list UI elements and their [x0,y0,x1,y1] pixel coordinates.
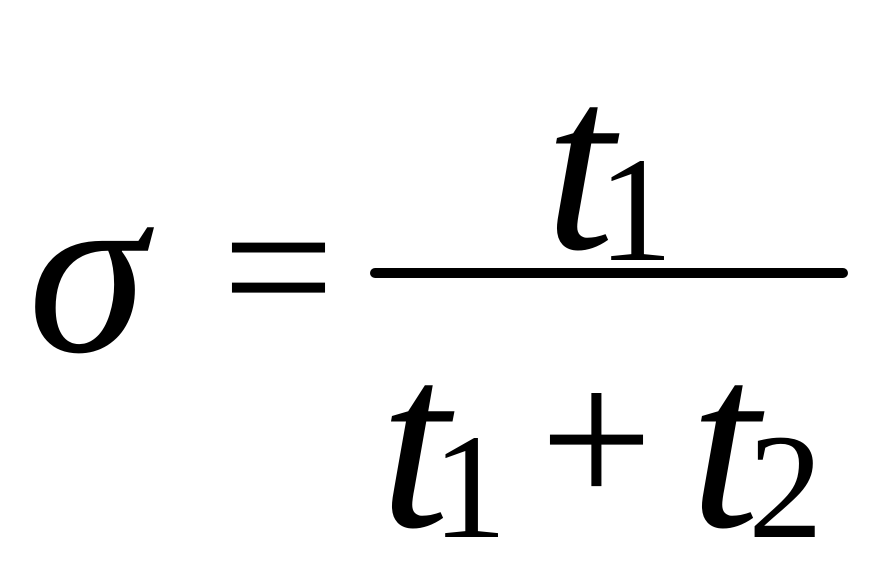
denominator-subscript-1: 1 [432,404,507,570]
numerator-variable: t [545,26,615,303]
numerator-subscript: 1 [598,127,673,293]
plus-sign: + [540,329,653,550]
fraction-bar [370,268,848,278]
formula: σ = t 1 t 1 + t 2 [28,26,848,570]
sigma-symbol: σ [28,137,147,403]
denominator-variable-1: t [380,304,450,581]
denominator-subscript-2: 2 [748,404,823,570]
denominator-variable-2: t [690,304,760,581]
equals-sign: = [222,157,335,378]
